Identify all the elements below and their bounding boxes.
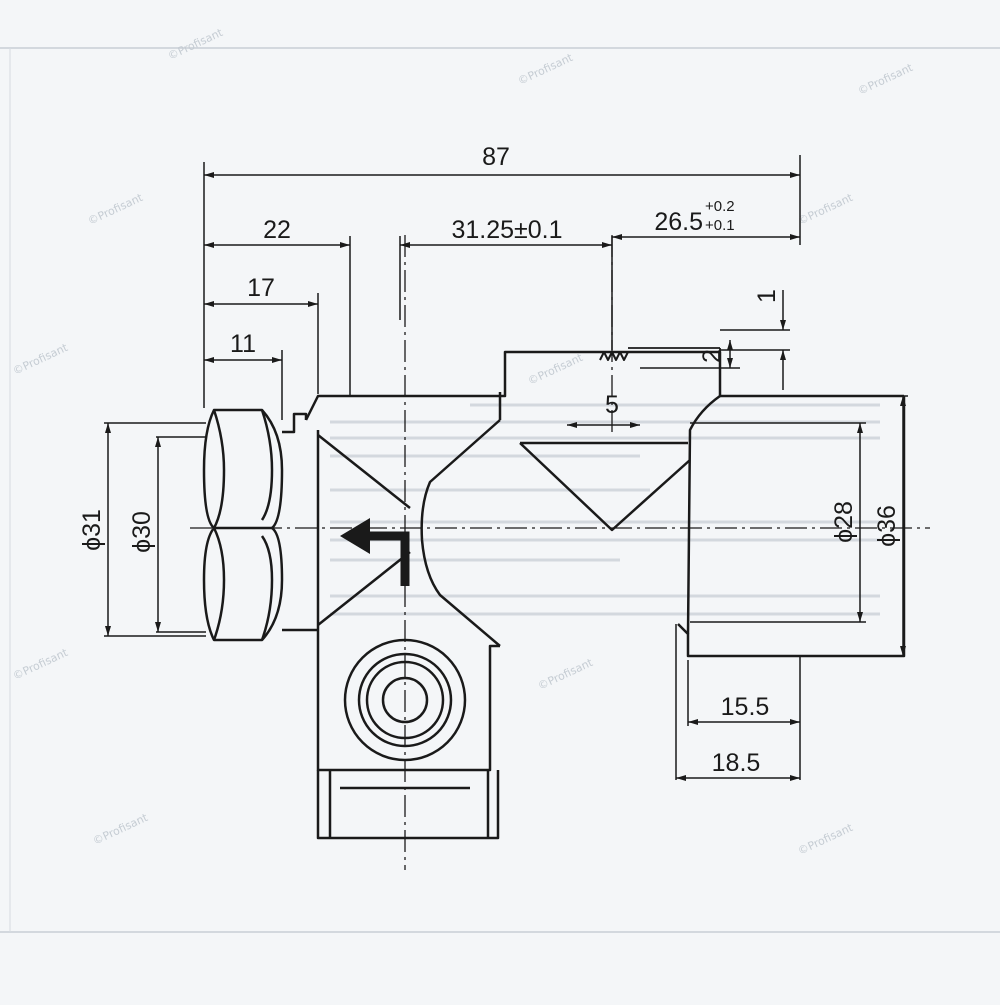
dim-overall-length: 87 [482, 143, 510, 171]
dim-diameter-31: ϕ31 [78, 509, 106, 551]
nut-neck-top [282, 412, 308, 434]
dim-diameter-28: ϕ28 [830, 501, 858, 543]
dimension-labels: 87 22 17 11 31.25±0.1 26.5 +0.2 +0.1 1 2… [78, 143, 901, 777]
branch-thread-inner [328, 770, 490, 838]
branch-body [316, 630, 500, 772]
inner-cone-center [420, 419, 501, 647]
dim-tolerance-lower: +0.1 [705, 217, 735, 234]
dim-nut-width: 11 [230, 330, 256, 358]
dim-nut-depth: 17 [247, 274, 275, 302]
dim-diameter-36: ϕ36 [873, 505, 901, 547]
dim-tolerance-upper: +0.2 [705, 198, 735, 215]
dim-right-bore: 15.5 [721, 693, 770, 721]
right-tube-inner [686, 394, 721, 635]
dim-groove-pitch: 2 [698, 349, 726, 363]
groove-detail [628, 347, 721, 396]
extension-lines [104, 155, 908, 780]
dimension-lines [105, 172, 906, 781]
dim-center-spacing: 31.25±0.1 [451, 216, 562, 244]
port-bore [381, 676, 429, 724]
dim-thread-length: 5 [605, 391, 619, 419]
dim-right-thread: 18.5 [712, 749, 761, 777]
thread-teeth [599, 351, 629, 361]
dim-right-segment: 26.5 [654, 208, 703, 236]
inner-bore [519, 441, 691, 532]
inner-cone-left [317, 434, 411, 626]
hex-nut-facets-right [260, 409, 274, 641]
dim-diameter-30: ϕ30 [128, 511, 156, 553]
dim-left-to-branch: 22 [263, 216, 291, 244]
dim-groove-depth: 1 [753, 289, 781, 303]
branch-thread-outer [316, 770, 500, 840]
